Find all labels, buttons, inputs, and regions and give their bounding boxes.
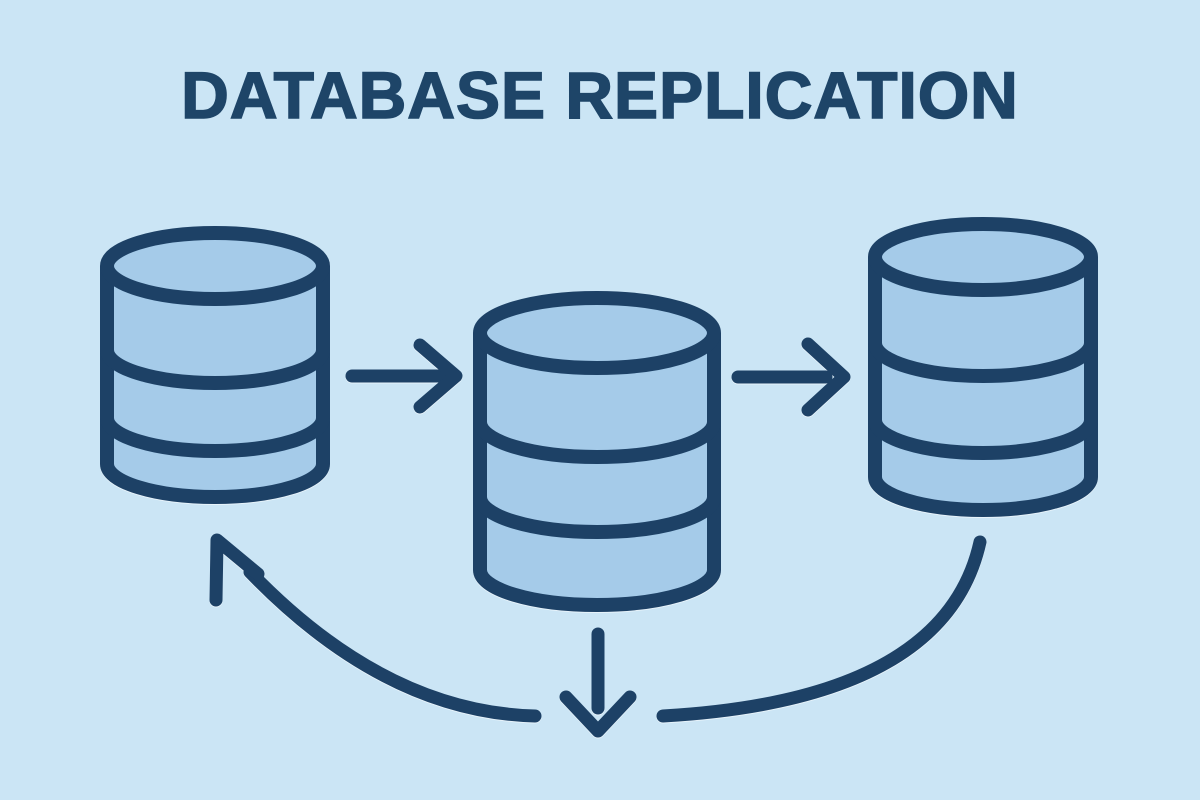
database-icon (868, 217, 1098, 517)
curved-arrow-icon (209, 533, 987, 723)
database-icon (100, 226, 330, 504)
arrow-right-icon (731, 337, 851, 417)
arrow-right-icon (345, 338, 463, 414)
database-icon (473, 291, 721, 612)
arrow-down-icon (559, 627, 637, 738)
page-title: DATABASE REPLICATION (180, 58, 1019, 132)
